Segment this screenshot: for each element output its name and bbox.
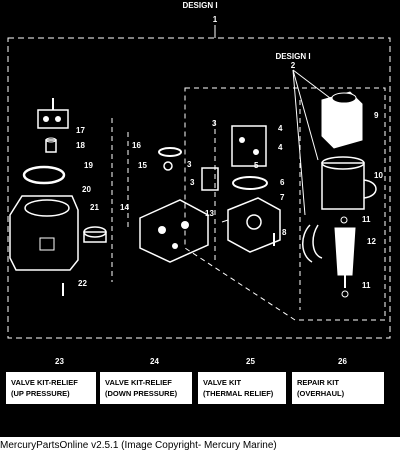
- o-ring-part: [22, 165, 66, 185]
- callout-8: 8: [282, 228, 287, 237]
- callout-9: 9: [374, 111, 379, 120]
- callout-22: 22: [78, 279, 87, 288]
- callout-15: 15: [138, 161, 147, 170]
- kit-line-1: VALVE KIT-RELIEF: [11, 378, 78, 387]
- kit-line-1: REPAIR KIT: [297, 378, 339, 387]
- copyright-caption: MercuryPartsOnline v2.5.1 (Image Copyrig…: [0, 440, 277, 451]
- inner-design-ref: 2: [291, 61, 296, 70]
- callout-19: 19: [84, 161, 93, 170]
- valve-block-part: [37, 98, 69, 129]
- header-design-ref: 1: [213, 15, 218, 24]
- callout-12: 12: [367, 237, 376, 246]
- kit-line-1: VALVE KIT-RELIEF: [105, 378, 172, 387]
- shuttle-valve-part: [201, 167, 219, 191]
- callout-11: 11: [362, 281, 371, 290]
- reservoir-part: [9, 195, 79, 271]
- callout-4: 4: [278, 143, 283, 152]
- seal-ring-part: [158, 147, 182, 157]
- kit-box-down-pressure[interactable]: VALVE KIT-RELIEF (DOWN PRESSURE): [100, 372, 192, 404]
- filter-part: [45, 137, 57, 153]
- motor-frame-part: [321, 156, 377, 210]
- fill-cap-part: [83, 226, 107, 243]
- kit-box-repair-overhaul[interactable]: REPAIR KIT (OVERHAUL): [292, 372, 384, 404]
- pump-o-ring-part: [232, 176, 268, 190]
- kit-line-2: (THERMAL RELIEF): [203, 389, 274, 398]
- callout-17: 17: [76, 126, 85, 135]
- callout-21: 21: [90, 203, 99, 212]
- callout-6: 6: [280, 178, 285, 187]
- callout-18: 18: [76, 141, 85, 150]
- exploded-parts-diagram: DESIGN I 1 DESIGN I 2: [7, 1, 391, 339]
- bearing-part: [340, 216, 348, 224]
- brush-wiring-part: [302, 224, 323, 263]
- check-valve-part: [163, 161, 173, 171]
- inner-dashed-frame: [184, 87, 386, 321]
- callout-7: 7: [280, 193, 285, 202]
- kit-number: 24: [150, 357, 159, 366]
- kit-box-up-pressure[interactable]: VALVE KIT-RELIEF (UP PRESSURE): [6, 372, 96, 404]
- callout-13: 13: [205, 209, 214, 218]
- inner-design-label: DESIGN I: [275, 52, 310, 61]
- leader-line: [292, 69, 306, 216]
- outer-dashed-frame: [7, 37, 391, 339]
- callout-4: 4: [278, 124, 283, 133]
- leader-line: [292, 69, 331, 99]
- callout-10: 10: [374, 171, 383, 180]
- header-design-label: DESIGN I: [182, 1, 217, 10]
- callout-11: 11: [362, 215, 371, 224]
- callout-3: 3: [187, 160, 192, 169]
- kit-line-2: (OVERHAUL): [297, 389, 345, 398]
- kit-line-1: VALVE KIT: [203, 378, 242, 387]
- armature-part: [334, 227, 356, 288]
- callout-20: 20: [82, 185, 91, 194]
- kit-number: 23: [55, 357, 64, 366]
- pump-body-part: [227, 197, 281, 253]
- valve-body-part: [231, 125, 267, 167]
- leader-line: [221, 219, 229, 223]
- kit-line-2: (DOWN PRESSURE): [105, 389, 178, 398]
- kit-number: 26: [338, 357, 347, 366]
- leader-line: [292, 69, 319, 161]
- callout-3: 3: [190, 178, 195, 187]
- callout-3: 3: [212, 119, 217, 128]
- kit-line-2: (UP PRESSURE): [11, 389, 70, 398]
- pump-base-part: [139, 199, 209, 263]
- callout-14: 14: [120, 203, 129, 212]
- kit-box-thermal-relief[interactable]: VALVE KIT (THERMAL RELIEF): [198, 372, 286, 404]
- thrust-washer-part: [341, 290, 349, 298]
- callout-16: 16: [132, 141, 141, 150]
- kit-number: 25: [246, 357, 255, 366]
- motor-cover-part: [321, 91, 363, 149]
- diagram-canvas: DESIGN I 1 DESIGN I 2: [0, 0, 400, 437]
- callout-5: 5: [254, 161, 259, 170]
